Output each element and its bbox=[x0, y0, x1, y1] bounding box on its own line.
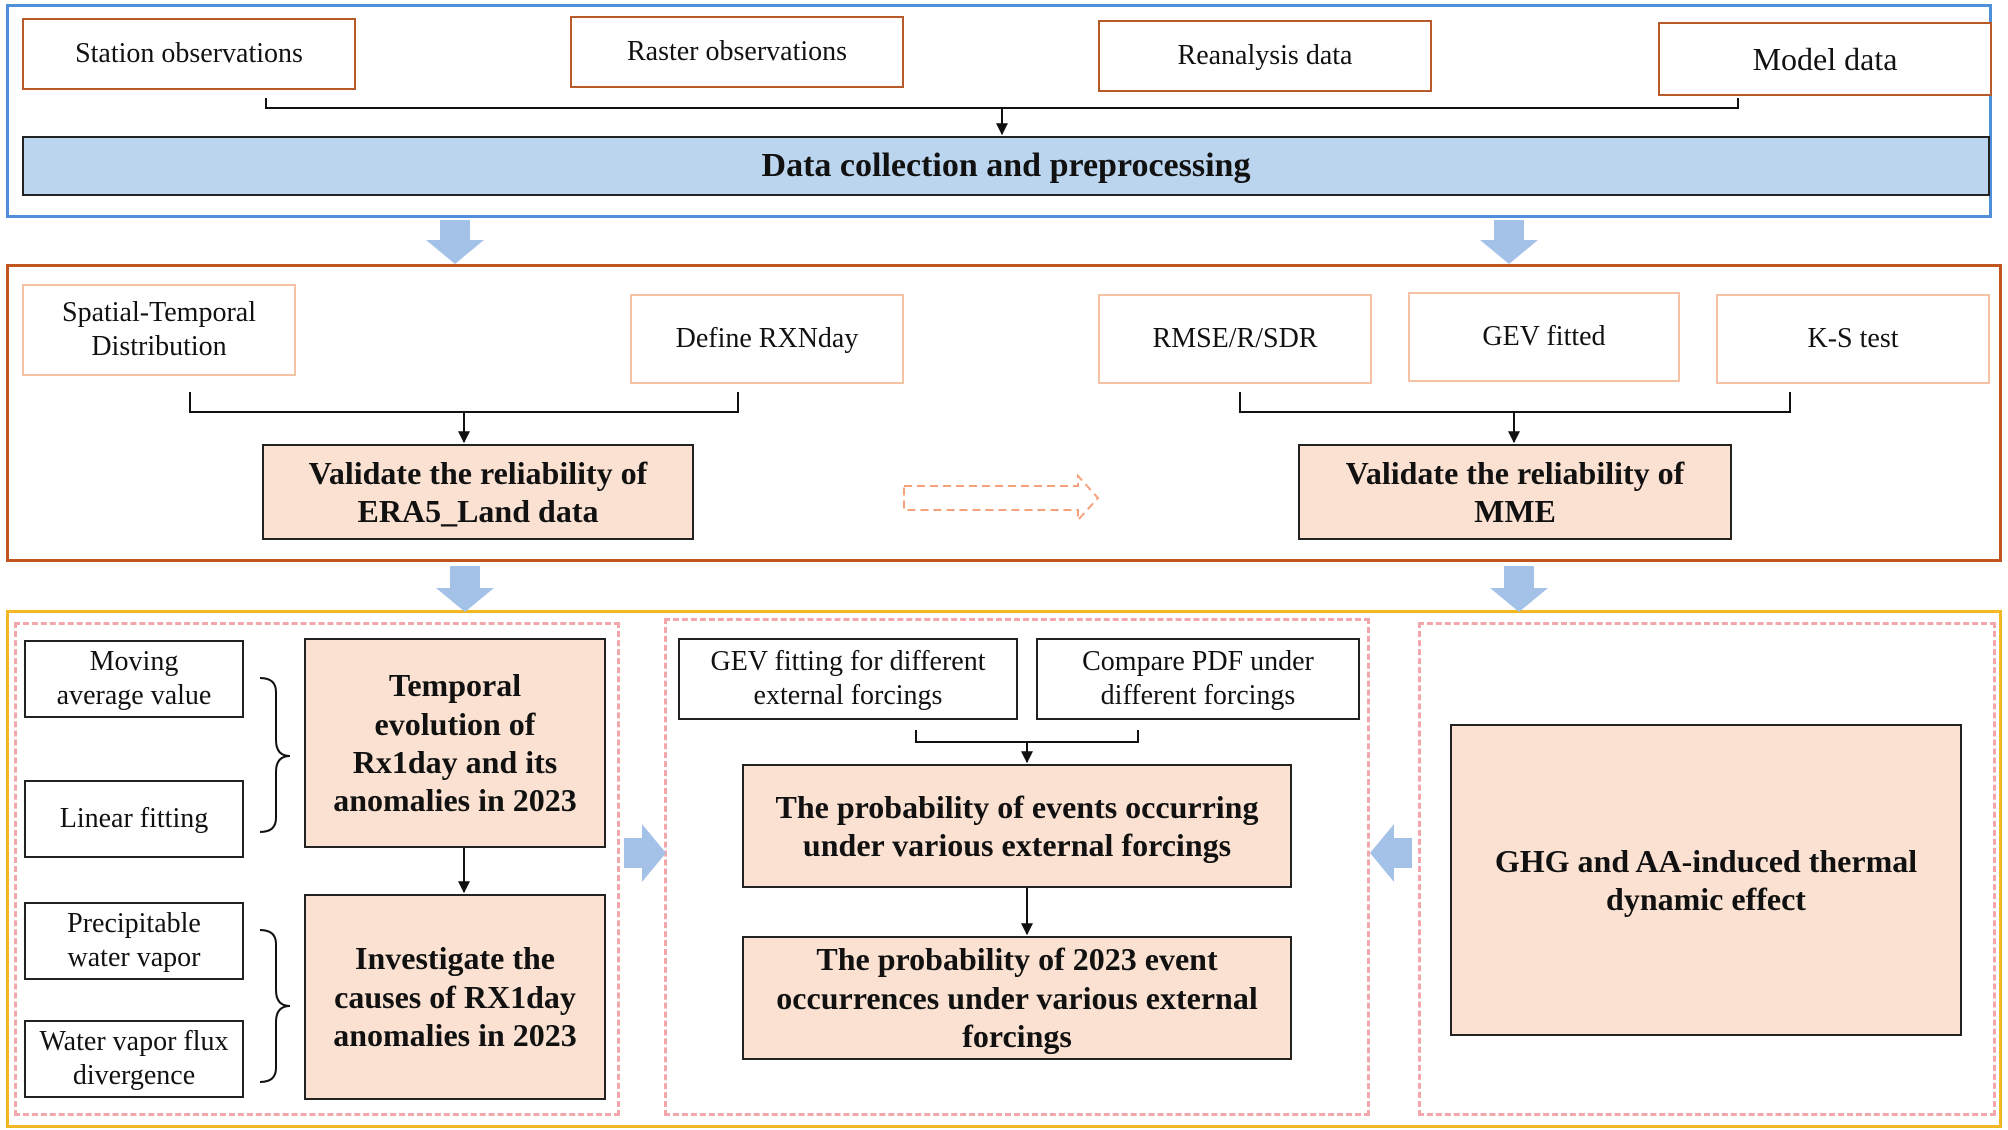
input-precipitable-water-vapor: Precipitable water vapor bbox=[24, 902, 244, 980]
flow-arrow-left-2 bbox=[436, 566, 494, 612]
input-moving-average: Moving average value bbox=[24, 640, 244, 718]
source-raster-observations: Raster observations bbox=[570, 16, 904, 88]
result-investigate-causes: Investigate the causes of RX1day anomali… bbox=[304, 894, 606, 1100]
input-rmse-r-sdr: RMSE/R/SDR bbox=[1098, 294, 1372, 384]
panel-thermal-dynamic bbox=[1418, 622, 1996, 1116]
flow-arrow-from-right bbox=[1370, 810, 1412, 896]
input-water-vapor-flux-divergence: Water vapor flux divergence bbox=[24, 1020, 244, 1098]
bracket-sources bbox=[265, 98, 1739, 109]
result-ghg-aa-thermal-effect: GHG and AA-induced thermal dynamic effec… bbox=[1450, 724, 1962, 1036]
section-data-collection bbox=[6, 4, 1992, 218]
banner-data-collection: Data collection and preprocessing bbox=[22, 136, 1990, 196]
input-spatial-temporal-distribution: Spatial-Temporal Distribution bbox=[22, 284, 296, 376]
input-linear-fitting: Linear fitting bbox=[24, 780, 244, 858]
result-validate-mme: Validate the reliability of MME bbox=[1298, 444, 1732, 540]
brace-bottom-inputs bbox=[259, 929, 291, 1083]
section-analysis bbox=[6, 610, 2002, 1128]
bracket-middle-inputs bbox=[915, 730, 1139, 743]
source-reanalysis-data: Reanalysis data bbox=[1098, 20, 1432, 92]
panel-probability-analysis bbox=[664, 618, 1370, 1116]
flow-arrow-into-middle bbox=[624, 810, 666, 896]
flow-arrow-right-2 bbox=[1490, 566, 1548, 612]
source-station-observations: Station observations bbox=[22, 18, 356, 90]
panel-temporal-analysis bbox=[14, 622, 620, 1116]
dashed-arrow-era5-to-mme bbox=[903, 473, 1100, 523]
brace-top-inputs bbox=[259, 677, 291, 833]
input-ks-test: K-S test bbox=[1716, 294, 1990, 384]
input-define-rxnday: Define RXNday bbox=[630, 294, 904, 384]
flow-arrow-right-1 bbox=[1480, 220, 1538, 264]
input-gev-fitted: GEV fitted bbox=[1408, 292, 1680, 382]
result-temporal-evolution: Temporal evolution of Rx1day and its ano… bbox=[304, 638, 606, 848]
section-validation bbox=[6, 264, 2002, 562]
input-compare-pdf: Compare PDF under different forcings bbox=[1036, 638, 1360, 720]
flow-arrows bbox=[426, 220, 1548, 896]
result-probability-events: The probability of events occurring unde… bbox=[742, 764, 1292, 888]
bracket-left-inputs bbox=[189, 392, 739, 413]
source-model-data: Model data bbox=[1658, 22, 1992, 96]
result-probability-2023-events: The probability of 2023 event occurrence… bbox=[742, 936, 1292, 1060]
result-validate-era5: Validate the reliability of ERA5_Land da… bbox=[262, 444, 694, 540]
input-gev-fitting-forcings: GEV fitting for different external forci… bbox=[678, 638, 1018, 720]
flow-arrow-left-1 bbox=[426, 220, 484, 264]
bracket-right-inputs bbox=[1239, 392, 1791, 413]
